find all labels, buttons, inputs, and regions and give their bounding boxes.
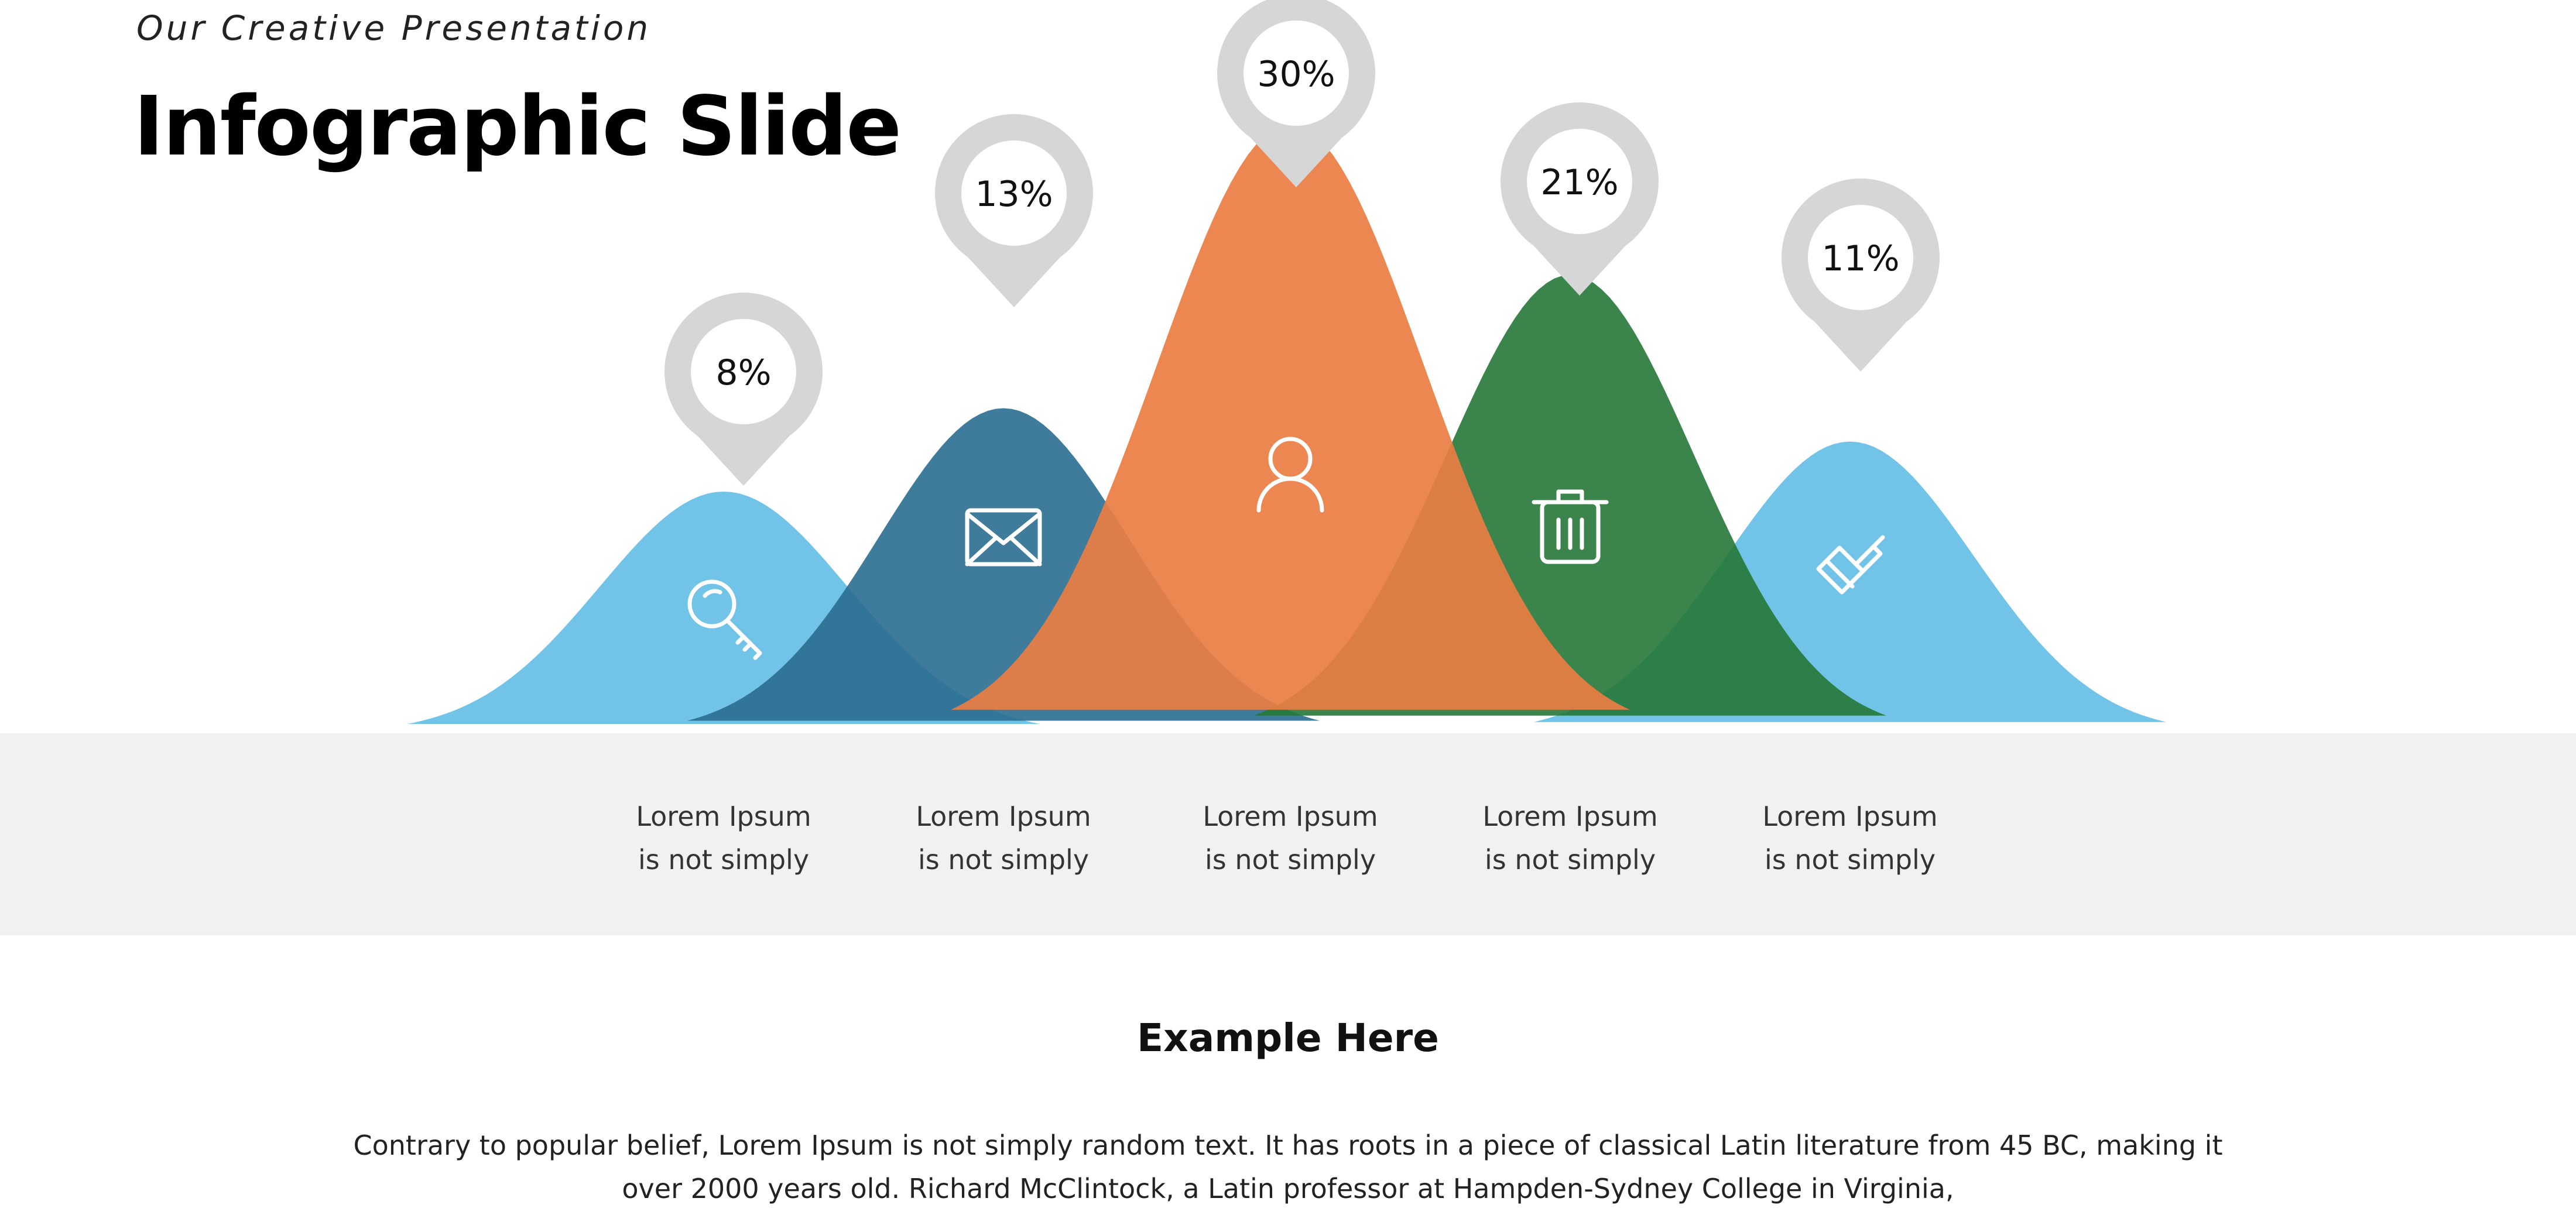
label-2-line-2: is not simply [917,844,1090,876]
trash-icon [1532,489,1609,564]
percent-label-4: 21% [1540,162,1618,203]
label-3: Lorem Ipsum is not simply [1167,795,1413,881]
example-body-line-2: over 2000 years old. Richard McClintock,… [622,1173,1954,1204]
slide-title: Infographic Slide [133,79,902,174]
percent-label-1: 8% [715,352,771,393]
label-4-line-1: Lorem Ipsum [1482,801,1658,832]
marker-hole-3 [1244,20,1349,126]
label-4-line-2: is not simply [1484,844,1656,876]
slide-subtitle: Our Creative Presentation [136,8,652,48]
percent-label-3: 30% [1257,54,1335,95]
key-icon [687,579,762,660]
label-3-line-1: Lorem Ipsum [1203,801,1378,832]
marker-hole-5 [1808,205,1913,310]
percent-marker-5: 11% [1782,178,1940,372]
percent-label-2: 13% [975,174,1053,215]
label-1-line-1: Lorem Ipsum [636,801,811,832]
marker-hole-1 [691,319,796,424]
percent-marker-1: 8% [664,292,823,486]
user-icon [1256,437,1324,513]
marker-hole-2 [961,140,1067,246]
label-1: Lorem Ipsum is not simply [601,795,847,881]
label-band [0,733,2576,935]
icons-layer [687,437,1885,660]
label-5-line-2: is not simply [1764,844,1936,876]
brush-icon [1816,535,1885,595]
label-5-line-1: Lorem Ipsum [1762,801,1938,832]
peak-3 [951,125,1630,710]
markers-layer: 8% 13% 30% 21% 11% [664,0,1940,486]
mail-icon [965,508,1042,567]
percent-marker-4: 21% [1500,102,1659,296]
percent-marker-3: 30% [1217,0,1375,187]
example-body: Contrary to popular belief, Lorem Ipsum … [351,1124,2225,1210]
label-2: Lorem Ipsum is not simply [881,795,1126,881]
label-1-line-2: is not simply [638,844,810,876]
label-4: Lorem Ipsum is not simply [1447,795,1693,881]
example-body-line-1: Contrary to popular belief, Lorem Ipsum … [353,1130,2223,1161]
percent-label-5: 11% [1821,238,1899,279]
label-3-line-2: is not simply [1204,844,1376,876]
percent-marker-2: 13% [935,114,1093,307]
marker-hole-4 [1527,129,1632,234]
example-heading: Example Here [1137,1015,1439,1060]
label-5: Lorem Ipsum is not simply [1727,795,1973,881]
mountain-chart: 8% 13% 30% 21% 11% [407,0,2166,724]
label-2-line-1: Lorem Ipsum [916,801,1091,832]
